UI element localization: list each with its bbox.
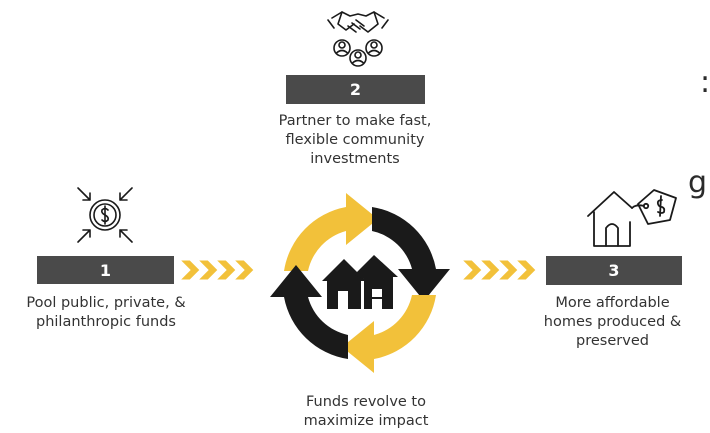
step-3-number: 3 — [546, 256, 682, 285]
cycle-arrow-dark-left — [270, 265, 348, 359]
house-price-tag-icon — [587, 189, 677, 247]
revolving-cycle — [270, 193, 450, 373]
step-3-caption: More affordable homes produced & preserv… — [543, 295, 682, 349]
cropped-text-fragment-bottom: g — [688, 165, 708, 200]
cropped-text-fragment-top: : — [700, 65, 710, 100]
cycle-arrow-yellow-bottom — [342, 295, 436, 373]
cycle-arrow-yellow-top — [284, 193, 378, 271]
chevron-arrows-icon — [178, 259, 255, 281]
cycle-caption: Funds revolve to maximize impact — [303, 394, 429, 429]
step-1-caption: Pool public, private, & philanthropic fu… — [26, 295, 186, 330]
chevron-arrows-icon — [460, 259, 537, 281]
houses-icon — [322, 255, 398, 309]
cycle-arrow-dark-right — [372, 207, 450, 301]
step-2-caption: Partner to make fast, flexible community… — [278, 113, 432, 167]
money-pool-icon — [77, 187, 133, 243]
handshake-community-icon — [327, 11, 389, 67]
step-2-number: 2 — [286, 75, 425, 104]
step-1-number: 1 — [37, 256, 174, 284]
